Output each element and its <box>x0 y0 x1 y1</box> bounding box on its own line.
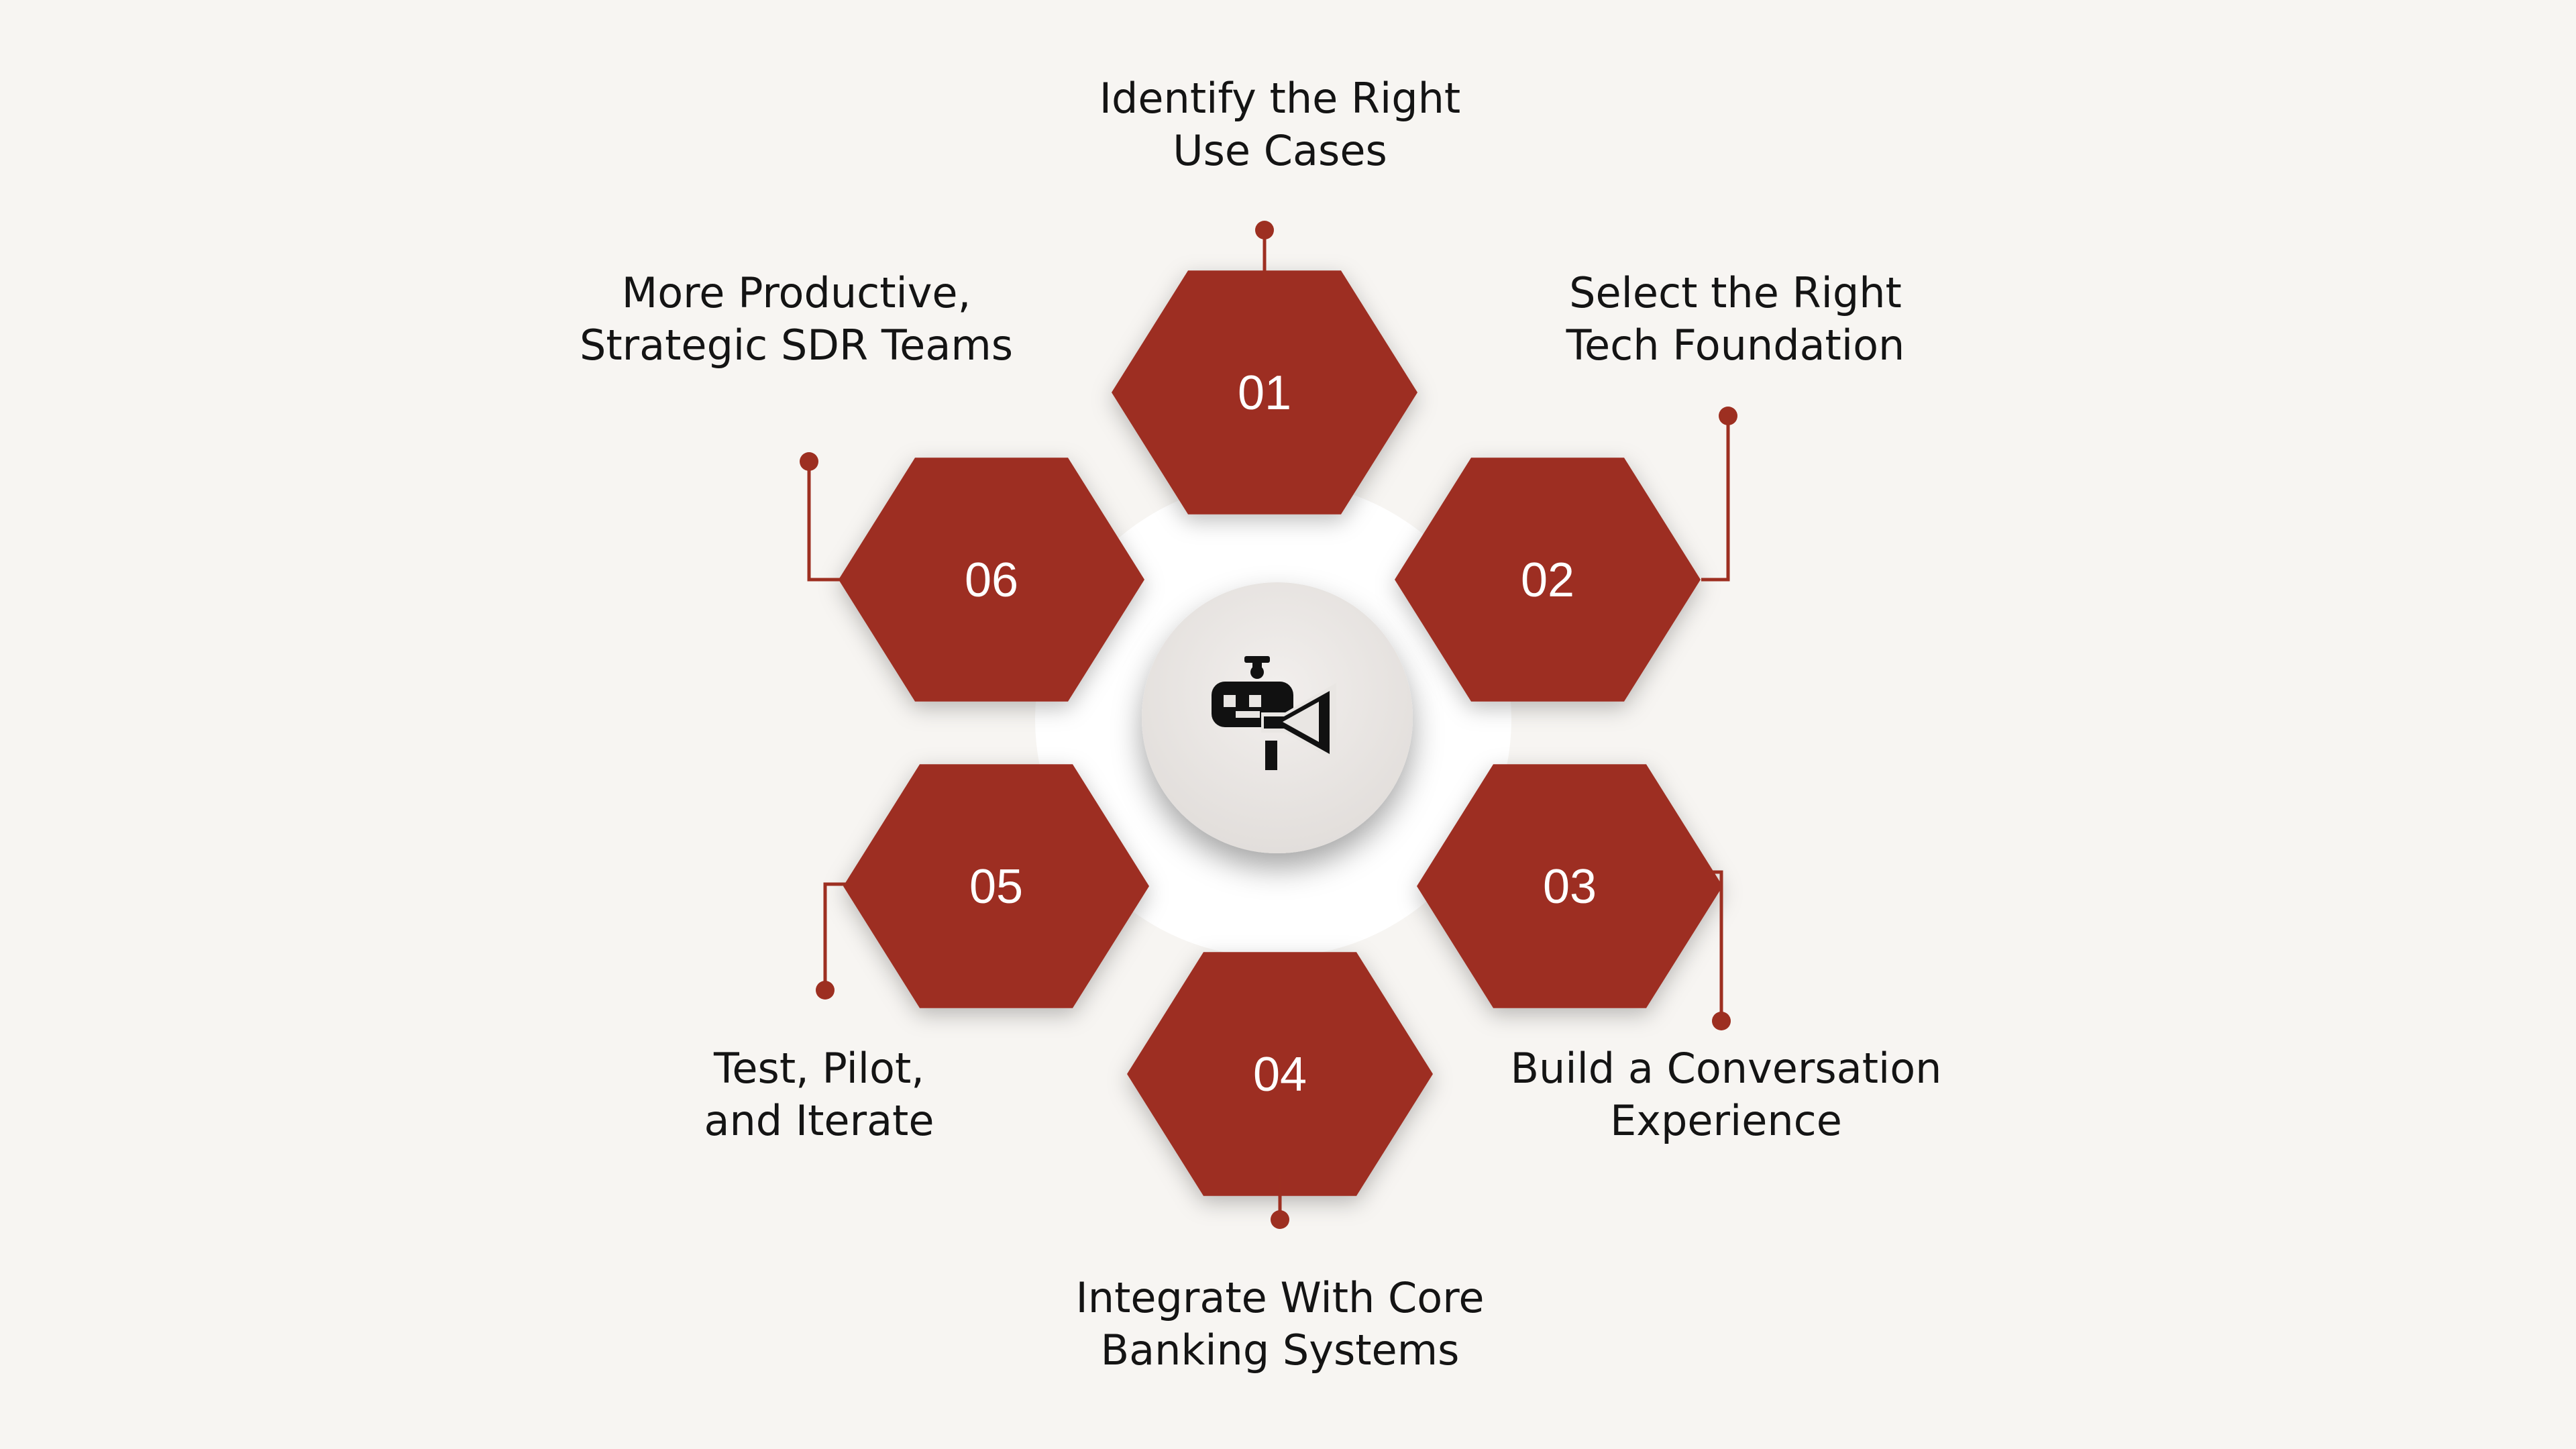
connector-dot-06 <box>800 452 818 471</box>
hexagon-03[interactable] <box>1417 764 1723 1008</box>
hexagon-number-05: 05 <box>969 860 1023 914</box>
step-label-02: Select the Right Tech Foundation <box>1566 267 1905 372</box>
hexagon-number-01: 01 <box>1238 366 1291 420</box>
hexagon-05[interactable] <box>843 764 1149 1008</box>
step-label-04: Integrate With Core Banking Systems <box>1075 1272 1484 1377</box>
hexagon-01[interactable] <box>1112 270 1417 515</box>
step-label-01-line1: Identify the Right <box>1099 74 1461 123</box>
hexagon-02[interactable] <box>1395 458 1701 702</box>
step-label-04-line2: Banking Systems <box>1100 1326 1460 1375</box>
step-label-04-line1: Integrate With Core <box>1075 1273 1485 1322</box>
robot-megaphone-icon <box>1212 656 1336 770</box>
step-label-05-line1: Test, Pilot, <box>714 1044 924 1093</box>
connector-line-06 <box>807 462 841 582</box>
connector-dot-05 <box>816 981 835 1000</box>
hexagon-number-03: 03 <box>1543 860 1597 914</box>
hexagon-number-02: 02 <box>1521 553 1574 607</box>
connector-line-03 <box>1707 870 1723 1021</box>
hexagon-06[interactable] <box>839 458 1144 702</box>
step-label-03: Build a Conversation Experience <box>1511 1042 1942 1147</box>
connector-dot-04 <box>1271 1210 1289 1229</box>
step-label-06: More Productive, Strategic SDR Teams <box>580 267 1013 372</box>
step-label-06-line2: Strategic SDR Teams <box>579 321 1014 370</box>
step-label-02-line2: Tech Foundation <box>1566 321 1905 370</box>
connector-dot-03 <box>1712 1012 1731 1030</box>
step-label-01: Identify the Right Use Cases <box>1099 72 1460 177</box>
step-label-05-line2: and Iterate <box>704 1096 934 1145</box>
step-label-02-line1: Select the Right <box>1569 268 1902 317</box>
connector-dot-02 <box>1719 407 1737 425</box>
connector-line-02 <box>1701 416 1730 582</box>
connector-dot-01 <box>1255 221 1274 239</box>
hexagon-number-04: 04 <box>1253 1048 1307 1102</box>
connector-line-05 <box>823 882 853 990</box>
step-label-03-line1: Build a Conversation <box>1510 1044 1942 1093</box>
step-label-03-line2: Experience <box>1610 1096 1842 1145</box>
step-label-01-line2: Use Cases <box>1173 126 1387 175</box>
hexagon-04[interactable] <box>1127 952 1433 1196</box>
step-label-05: Test, Pilot, and Iterate <box>704 1042 934 1147</box>
hexagon-number-06: 06 <box>965 553 1018 607</box>
step-label-06-line1: More Productive, <box>621 268 971 317</box>
